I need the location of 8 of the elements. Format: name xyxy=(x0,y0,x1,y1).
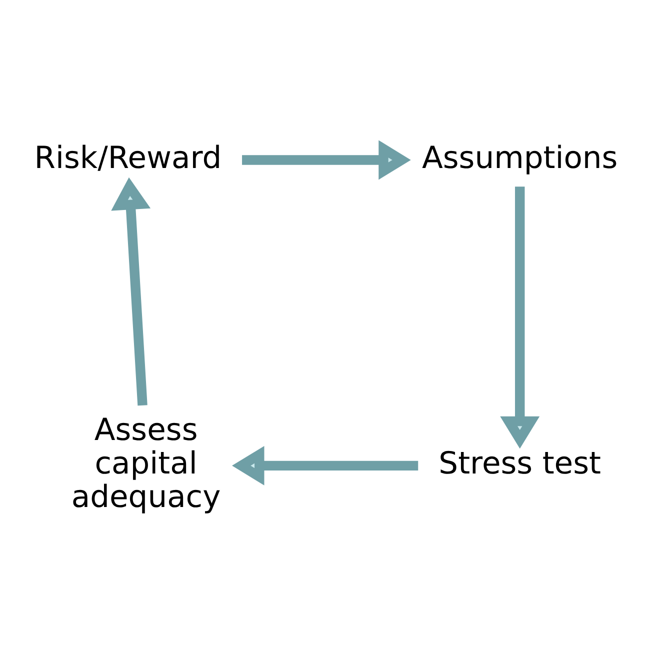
node-text: Assumptions xyxy=(422,140,618,176)
arrow xyxy=(242,140,411,180)
arrow xyxy=(111,176,151,406)
arrow xyxy=(232,445,418,485)
arrow xyxy=(500,186,540,448)
node-text: Stress test xyxy=(438,446,602,481)
node-text: Risk/Reward xyxy=(34,140,222,176)
node-text: Assess capital adequacy xyxy=(71,412,221,514)
